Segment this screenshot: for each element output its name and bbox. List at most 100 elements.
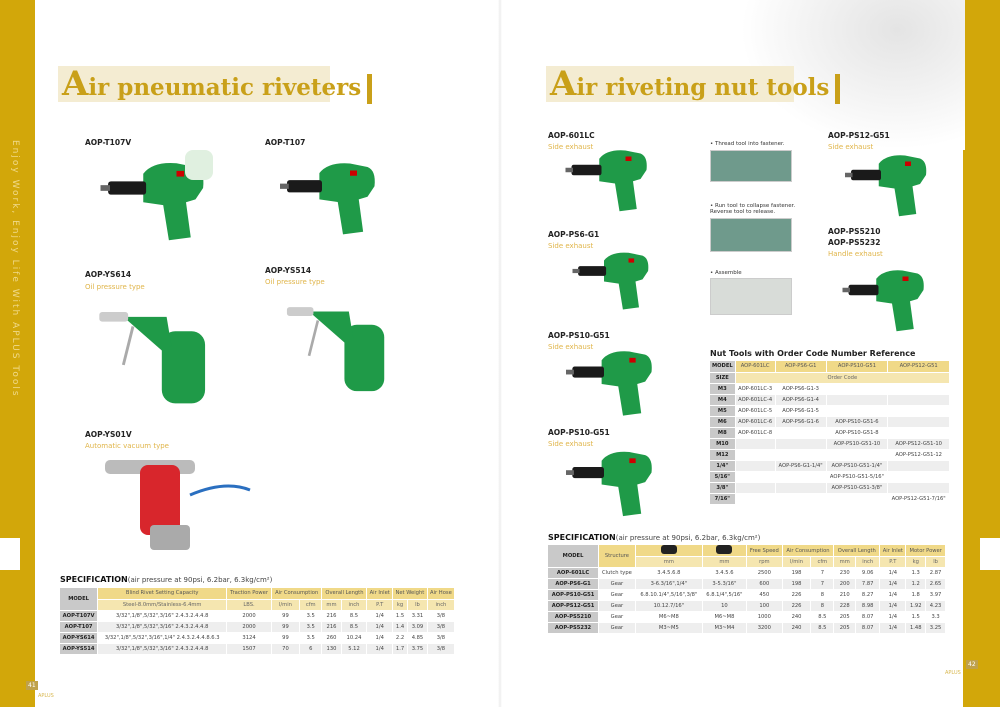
subheader-cell: mm: [702, 556, 747, 568]
table-cell: 4.85: [407, 632, 428, 644]
table-cell: 1.92: [905, 600, 927, 612]
table-cell: 7: [810, 578, 835, 590]
subheader-cell: LBS.: [226, 599, 272, 611]
model-header-cell: AOP-PS10-G51: [826, 361, 889, 373]
title-initial: A: [550, 64, 577, 104]
table-cell: 10.12.7/16": [635, 600, 703, 612]
subheader-cell: cfm: [810, 556, 835, 568]
table-cell: 3/32",1/8",5/32",3/16" 2.4.3.2.4.4.8: [97, 643, 228, 655]
table-cell: 198: [782, 567, 812, 579]
nut-tool-ps6-g1-image: [562, 243, 667, 313]
left-page-title: Air pneumatic riveters: [58, 66, 373, 104]
model-header-cell: AOP-PS12-G51: [887, 361, 950, 373]
table-cell: [887, 383, 950, 395]
table-cell: [735, 493, 776, 505]
subheader-cell: rpm: [746, 556, 783, 568]
table-cell: AOP-601LC-8: [735, 427, 776, 439]
subheader-cell: inch: [341, 599, 368, 611]
table-cell: 1.7: [392, 643, 409, 655]
table-cell: AOP-PS12-G51-12: [887, 449, 950, 461]
table-cell: 1/4: [366, 643, 393, 655]
table-cell: 600: [746, 578, 783, 590]
product-subtitle: Oil pressure type: [85, 283, 145, 291]
table-cell: 2.2: [392, 632, 409, 644]
right-gold-border: [963, 0, 1000, 707]
table-cell: M6~M8: [635, 611, 703, 623]
table-cell: 4.23: [925, 600, 946, 612]
table-cell: AOP-PS6-G1-6: [775, 416, 827, 428]
table-cell: 9.06: [855, 567, 881, 579]
product-subtitle: Oil pressure type: [265, 278, 325, 286]
header-cell: Air Consumption: [782, 545, 835, 557]
riveter-ys01v-image: [105, 460, 251, 550]
table-cell: AOP-PS12-G51-10: [887, 438, 950, 450]
header-cell: Air Consumption: [271, 588, 323, 600]
table-cell: AOP-601LC-6: [735, 416, 776, 428]
table-cell: [775, 471, 827, 483]
product-model: AOP-T107V: [85, 138, 132, 147]
table-cell: [735, 471, 776, 483]
spec-title-text: SPECIFICATION: [60, 575, 128, 584]
table-cell: AOP-PS12-G51-7/16": [887, 493, 950, 505]
table-cell: 2000: [226, 621, 272, 633]
table-cell: 2500: [746, 567, 783, 579]
table-cell: [735, 438, 776, 450]
table-cell: [735, 460, 776, 472]
size-label-cell: SIZE: [710, 372, 736, 384]
table-cell: Gear: [598, 611, 636, 623]
table-cell: 6.8.10.1/4",5/16",3/8": [635, 589, 703, 601]
left-spec-title: SPECIFICATION(air pressure at 90psi, 6.2…: [60, 575, 272, 584]
table-cell: 3/32",1/8",5/32",3/16" 2.4.3.2.4.4.8: [97, 610, 228, 622]
table-cell: AOP-PS10-G51-3/8": [826, 482, 889, 494]
header-cell: Traction Power: [226, 588, 272, 600]
product-model: AOP-PS5232: [828, 238, 881, 247]
table-cell: 8: [810, 589, 835, 601]
table-cell: AOP-PS10-G51: [548, 589, 600, 601]
product-model: AOP-PS12-G51: [828, 131, 890, 140]
table-cell: 2.87: [925, 567, 946, 579]
spec-note: (air pressure at 90psi, 6.2bar, 6.3kg/cm…: [615, 534, 761, 542]
table-cell: 3.4.5.6.8: [635, 567, 703, 579]
table-cell: AOP-PS6-G1-3: [775, 383, 827, 395]
table-cell: 240: [782, 611, 812, 623]
table-cell: 1507: [226, 643, 272, 655]
header-cell: MODEL: [548, 545, 600, 568]
table-cell: 3.75: [407, 643, 428, 655]
right-spec-title: SPECIFICATION(air pressure at 90psi, 6.2…: [548, 533, 760, 542]
table-cell: 8.98: [855, 600, 881, 612]
nut-tool-ps12-g51-image: [835, 145, 945, 220]
subheader-cell: lb: [925, 556, 946, 568]
table-cell: [826, 383, 889, 395]
nut-tool-ps10-g51-image-2: [566, 438, 661, 523]
table-cell: [826, 394, 889, 406]
product-model: AOP-T107: [265, 138, 306, 147]
table-cell: Gear: [598, 622, 636, 634]
step-collapse-image: [710, 218, 792, 252]
order-code-header: Order Code: [735, 372, 951, 384]
header-cell: Overall Length: [321, 588, 368, 600]
subheader-cell: l/min: [271, 599, 301, 611]
riveter-ys514-image: [280, 285, 400, 400]
subheader-cell: mm: [321, 599, 342, 611]
spec-note: (air pressure at 90psi, 6.2bar, 6.3kg/cm…: [127, 576, 273, 584]
table-cell: AOP-PS5232: [548, 622, 600, 634]
table-cell: [887, 471, 950, 483]
title-bar: [367, 74, 373, 104]
header-cell: Blind Rivet Setting Capacity: [97, 588, 228, 600]
brand-footer-right: APLUS: [945, 670, 961, 676]
table-cell: 3200: [746, 622, 783, 634]
table-cell: 1/4: [879, 589, 907, 601]
table-cell: 1.5: [392, 610, 409, 622]
table-cell: AOP-601LC-4: [735, 394, 776, 406]
table-cell: 3/8": [710, 482, 736, 494]
header-cell: Net Weight: [392, 588, 428, 600]
